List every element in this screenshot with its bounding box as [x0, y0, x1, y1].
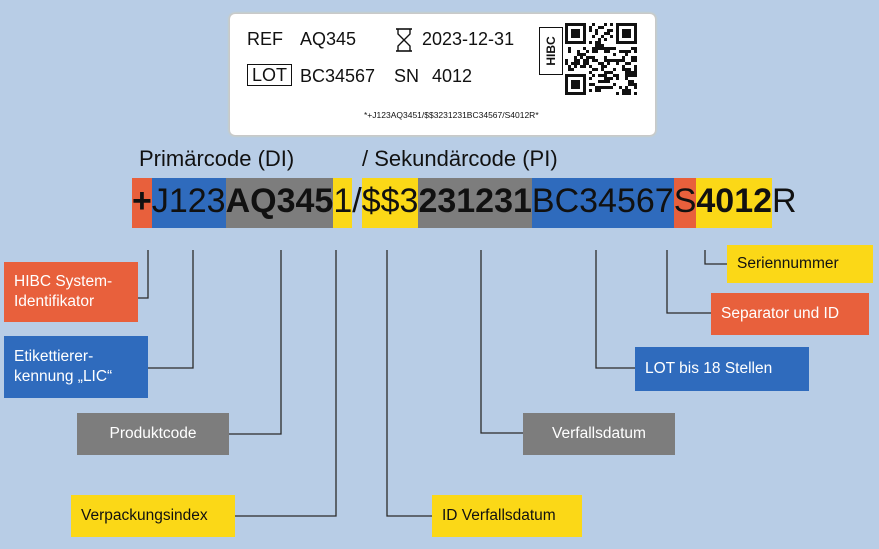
ref-value: AQ345 [300, 29, 357, 49]
code-segment: J123 [151, 178, 226, 228]
callout-lot: LOT bis 18 Stellen [635, 347, 809, 391]
code-segment-text: BC34567 [531, 182, 674, 220]
lot-value: BC34567 [300, 66, 376, 86]
hourglass-icon [396, 28, 412, 52]
line-lot [595, 250, 635, 369]
code-segment-text: 1 [333, 182, 353, 220]
lot-label: LOT [247, 64, 293, 86]
callout-labeler-id: Etikettierer- kennung „LIC“ [4, 336, 148, 398]
sn-label: SN [394, 66, 420, 86]
code-segment-text: R [772, 182, 797, 220]
code-segment: + [132, 178, 152, 228]
line-serial [704, 250, 727, 265]
line-labeler [148, 250, 194, 369]
code-segment: $$3 [361, 178, 419, 228]
hibc-logo: HIBC [539, 27, 563, 75]
lot-box: LOT [247, 64, 293, 86]
callout-id-expiry: ID Verfallsdatum [432, 495, 582, 537]
line-packaging-index [235, 250, 337, 517]
code-segment-text: S [673, 182, 697, 220]
barcode-text: *+J123AQ3451/$$3231231BC34567/S4012R* [364, 110, 539, 120]
code-segment-text: J123 [151, 182, 226, 220]
code-segment: AQ345 [225, 178, 334, 228]
line-expiry-date [480, 250, 523, 434]
code-segment-text: 4012 [696, 182, 773, 220]
line-separator [666, 250, 711, 314]
callout-hibc-system: HIBC System- Identifikator [4, 262, 138, 322]
code-segment-text: AQ345 [225, 182, 334, 220]
sn-value: 4012 [432, 66, 473, 86]
code-segment-text: / [352, 182, 362, 220]
code-segment: R [772, 178, 797, 228]
code-segment: BC34567 [531, 178, 674, 228]
line-id-expiry [386, 250, 432, 517]
callout-product-code: Produktcode [77, 413, 229, 455]
primary-code-heading: Primärcode (DI) [139, 146, 295, 171]
qr-code-icon [565, 23, 637, 95]
code-segment-text: + [132, 182, 152, 220]
code-segment-text: $$3 [361, 182, 419, 220]
code-segment: 1 [333, 178, 353, 228]
code-segment-text: 231231 [418, 182, 532, 220]
callout-expiry-date: Verfallsdatum [523, 413, 675, 455]
expiry-date-value: 2023-12-31 [422, 29, 515, 49]
code-segment: 4012 [696, 178, 773, 228]
code-segment: 231231 [418, 178, 532, 228]
callout-serial-number: Seriennummer [727, 245, 873, 283]
ref-label: REF [247, 29, 283, 49]
code-segment: / [352, 178, 361, 228]
line-product-code [229, 250, 282, 435]
callout-separator: Separator und ID [711, 293, 869, 335]
callout-packaging-index: Verpackungsindex [71, 495, 235, 537]
secondary-code-heading: / Sekundärcode (PI) [362, 146, 558, 171]
code-segment: S [673, 178, 697, 228]
line-hibc-system [138, 250, 149, 299]
